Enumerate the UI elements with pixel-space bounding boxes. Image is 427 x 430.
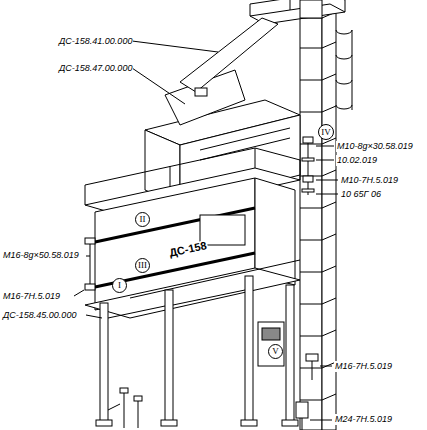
callout-number: V — [272, 347, 279, 356]
elevator-joint — [300, 336, 322, 337]
leader-line — [132, 68, 185, 104]
top-railing — [250, 0, 345, 4]
elevator-joint — [322, 106, 336, 112]
elevator-joint — [322, 330, 336, 336]
bolt-set — [302, 137, 338, 195]
callout-circle: I — [112, 278, 127, 293]
callout-number: II — [140, 215, 146, 224]
elevator-joint — [300, 144, 322, 145]
elevator-joint — [300, 400, 322, 401]
part-number: М16-7Н.5.019 — [2, 291, 61, 302]
elevator-joint — [300, 80, 322, 81]
leg — [165, 290, 173, 423]
elevator-joint — [322, 170, 336, 176]
leg — [245, 276, 253, 423]
part-number: ДС-158.47.00.000 — [58, 63, 133, 74]
ladder-cage — [336, 30, 352, 110]
part-number: М10-7Н.5.019 — [340, 175, 399, 186]
bolt-set — [296, 354, 332, 430]
callout-number: IV — [321, 128, 331, 137]
control-cabinet — [258, 322, 284, 366]
elevator-joint — [300, 272, 322, 273]
callout-circle: V — [268, 344, 283, 359]
elevator-joint — [322, 202, 336, 208]
elevator-joint — [300, 208, 322, 209]
elevator-joint — [300, 368, 322, 369]
elevator-joint — [322, 74, 336, 80]
chute — [180, 18, 278, 92]
part-number: ДС-158.41.00.000 — [58, 36, 133, 47]
part-number: 10 65Г 06 — [340, 189, 382, 200]
lower-deck — [85, 268, 300, 318]
leg — [100, 303, 108, 423]
bolt-set — [108, 388, 142, 428]
elevator-joint — [300, 112, 322, 113]
part-number: М16-8g×50.58.019 — [2, 250, 80, 261]
motor-unit — [200, 215, 245, 245]
elevator-front — [300, 18, 322, 430]
leg — [286, 285, 294, 423]
part-number: М10-8g×30.58.019 — [336, 141, 414, 152]
callout-circle: IV — [318, 124, 334, 140]
elevator-head — [300, 0, 322, 18]
elevator-joints — [300, 42, 336, 400]
elevator-joint — [322, 394, 336, 400]
part-number: М24-7Н.5.019 — [334, 414, 393, 425]
elevator-joint — [300, 304, 322, 305]
leader-line — [132, 41, 218, 52]
hopper-flap — [195, 88, 207, 96]
part-number: 10.02.019 — [336, 155, 378, 166]
part-number: М16-7Н.5.019 — [334, 361, 393, 372]
elevator-joint — [322, 266, 336, 272]
callout-circle: III — [135, 258, 150, 273]
elevator-joint — [322, 298, 336, 304]
callout-number: III — [138, 261, 147, 270]
part-number: ДС-158.45.00.000 — [2, 310, 77, 321]
callout-circle: II — [135, 212, 150, 227]
elevator-joint — [322, 234, 336, 240]
elevator-joint — [322, 42, 336, 48]
elevator-joint — [300, 48, 322, 49]
elevator-joint — [300, 240, 322, 241]
callout-number: I — [118, 281, 121, 290]
upper-railing — [85, 148, 300, 185]
